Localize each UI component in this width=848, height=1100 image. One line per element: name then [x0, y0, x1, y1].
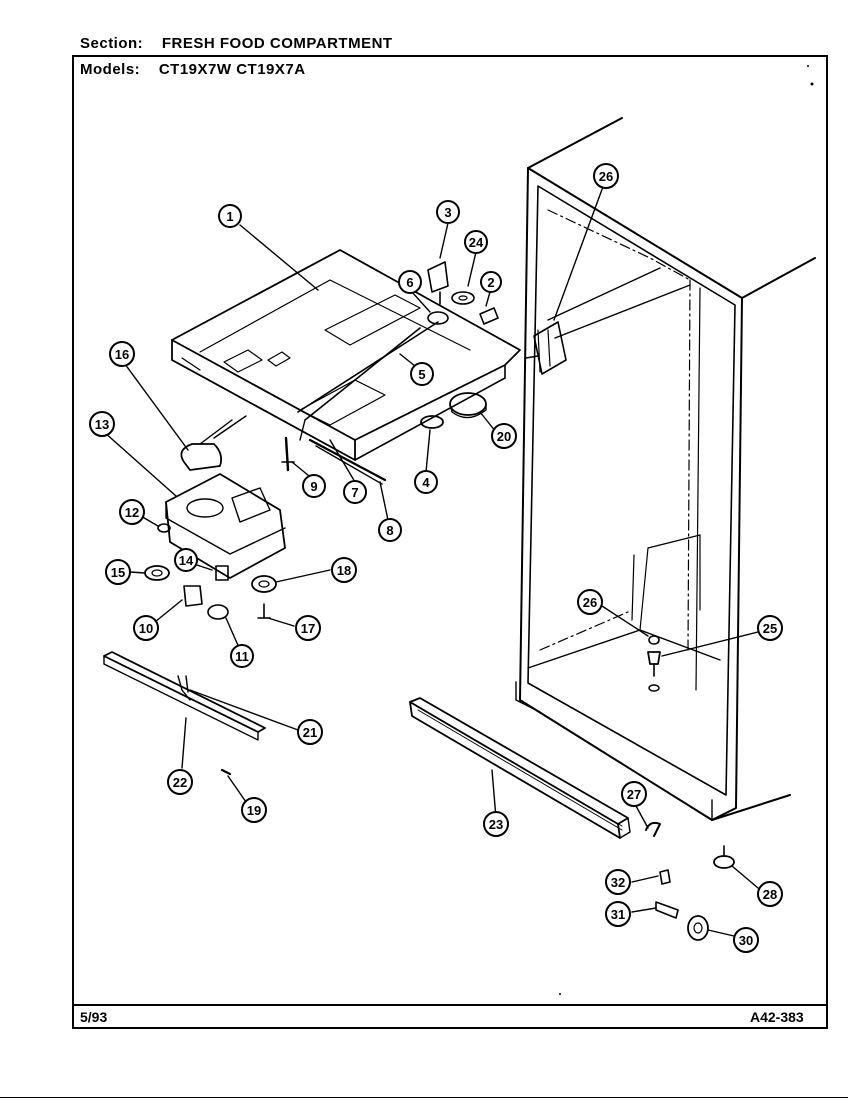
cabinet-liner — [515, 117, 816, 821]
callout-5: 5 — [410, 362, 434, 386]
callout-9-label: 9 — [310, 479, 317, 494]
callout-15: 15 — [105, 559, 131, 585]
footer-code: A42-383 — [750, 1009, 804, 1025]
callout-7: 7 — [343, 480, 367, 504]
callout-32: 32 — [605, 869, 631, 895]
scan-specks — [559, 65, 814, 995]
callout-24: 24 — [464, 230, 488, 254]
callout-23: 23 — [483, 811, 509, 837]
section-value: FRESH FOOD COMPARTMENT — [161, 35, 393, 52]
callout-30: 30 — [733, 927, 759, 953]
callout-28-label: 28 — [763, 887, 777, 902]
callout-1-label: 1 — [226, 209, 233, 224]
footer-date: 5/93 — [80, 1009, 108, 1025]
toe-grille — [409, 697, 631, 839]
callout-24-label: 24 — [469, 235, 484, 250]
callout-22-label: 22 — [173, 775, 187, 790]
callout-23-label: 23 — [489, 817, 503, 832]
callout-27-label: 27 — [627, 787, 641, 802]
callout-22: 22 — [167, 769, 193, 795]
callout-12: 12 — [119, 499, 145, 525]
control-housing — [171, 249, 521, 461]
callout-16: 16 — [109, 341, 135, 367]
diagram-frame — [72, 55, 828, 1029]
callout-10-label: 10 — [139, 621, 153, 636]
models-value: CT19X7W CT19X7A — [158, 61, 306, 78]
switch-bracket — [103, 651, 266, 776]
leader-lines — [103, 183, 759, 937]
callout-13-label: 13 — [95, 417, 109, 432]
callout-26-bottom: 26 — [577, 589, 603, 615]
callout-6-label: 6 — [406, 275, 413, 290]
callout-31-label: 31 — [611, 907, 625, 922]
callout-7-label: 7 — [351, 485, 358, 500]
callout-14-label: 14 — [179, 553, 194, 568]
callout-17: 17 — [295, 615, 321, 641]
callout-13: 13 — [89, 411, 115, 437]
callout-1: 1 — [218, 204, 242, 228]
callout-28: 28 — [757, 881, 783, 907]
callout-18: 18 — [331, 557, 357, 583]
models-label: Models: — [80, 61, 141, 78]
callout-12-label: 12 — [125, 505, 139, 520]
callout-3: 3 — [436, 200, 460, 224]
callout-2: 2 — [480, 271, 502, 293]
callout-19: 19 — [241, 797, 267, 823]
callout-26-bottom-label: 26 — [583, 595, 597, 610]
page-bottom-rule — [0, 1097, 848, 1098]
callout-11: 11 — [230, 644, 254, 668]
callout-19-label: 19 — [247, 803, 261, 818]
callout-20-label: 20 — [497, 429, 511, 444]
top-parts — [427, 261, 499, 325]
models-heading: Models: CT19X7W CT19X7A — [80, 61, 306, 78]
callout-32-label: 32 — [611, 875, 625, 890]
callout-25-label: 25 — [763, 621, 777, 636]
callout-20: 20 — [491, 423, 517, 449]
callout-17-label: 17 — [301, 621, 315, 636]
rods-and-lens — [281, 321, 487, 485]
callout-4-label: 4 — [422, 475, 430, 490]
small-hardware — [645, 635, 735, 941]
callout-3-label: 3 — [444, 205, 451, 220]
callout-4: 4 — [414, 470, 438, 494]
callout-8: 8 — [378, 518, 402, 542]
callout-8-label: 8 — [386, 523, 393, 538]
callout-2-label: 2 — [487, 275, 494, 290]
callout-11-label: 11 — [235, 649, 249, 664]
callout-9: 9 — [302, 474, 326, 498]
callout-30-label: 30 — [739, 933, 753, 948]
callout-16-label: 16 — [115, 347, 129, 362]
callout-21: 21 — [297, 719, 323, 745]
callout-18-label: 18 — [337, 563, 351, 578]
callout-10: 10 — [133, 615, 159, 641]
callout-26-top: 26 — [593, 163, 619, 189]
callouts: 1 2 3 4 5 6 7 8 9 10 11 12 13 14 15 16 1… — [89, 163, 783, 953]
callout-31: 31 — [605, 901, 631, 927]
footer-rule — [72, 1004, 828, 1006]
section-heading: Section: FRESH FOOD COMPARTMENT — [80, 35, 393, 52]
control-box-assembly — [144, 415, 286, 620]
callout-27: 27 — [621, 781, 647, 807]
section-label: Section: — [80, 35, 144, 52]
callout-15-label: 15 — [111, 565, 125, 580]
callout-26-top-label: 26 — [599, 169, 613, 184]
callout-21-label: 21 — [303, 725, 317, 740]
callout-14: 14 — [174, 548, 198, 572]
callout-25: 25 — [757, 615, 783, 641]
callout-6: 6 — [398, 270, 422, 294]
callout-5-label: 5 — [418, 367, 425, 382]
